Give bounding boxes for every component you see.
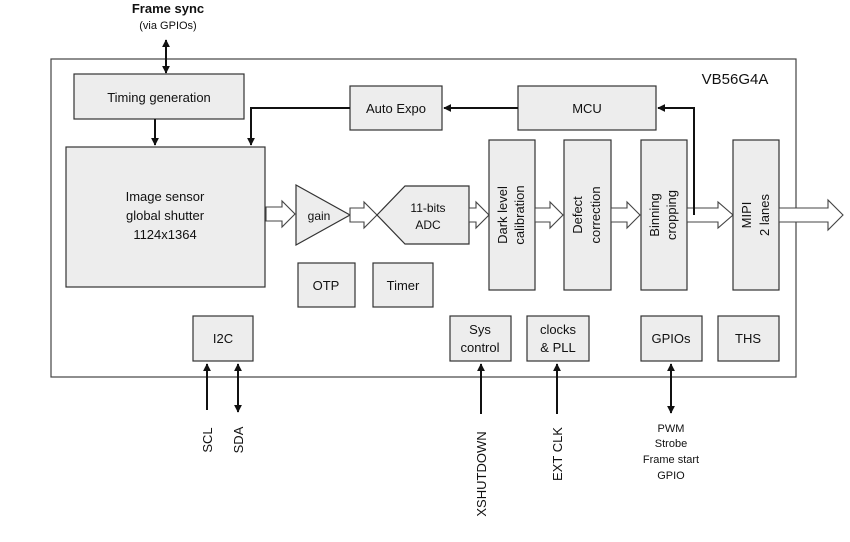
- defect-correction-block: [563, 139, 612, 291]
- gpios-label: GPIOs: [651, 331, 691, 346]
- frame-sync-title: Frame sync: [132, 1, 204, 16]
- auto-expo-to-sensor-arrow: [247, 107, 350, 146]
- image-sensor-line3: 1124x1364: [133, 227, 196, 242]
- mipi-block: [732, 139, 780, 291]
- i2c-label: I2C: [213, 331, 233, 346]
- ths-block: [717, 315, 780, 362]
- mipi-line1: MIPI: [739, 202, 754, 229]
- sys-control-line1: Sys: [469, 322, 491, 337]
- image-sensor-line2: global shutter: [126, 208, 205, 223]
- sda-pin-label: SDA: [231, 426, 246, 453]
- gpio-signal-pwm: PWM: [658, 423, 685, 435]
- mcu-label: MCU: [572, 101, 602, 116]
- auto-expo-label: Auto Expo: [366, 101, 426, 116]
- adc-line2: ADC: [415, 218, 441, 232]
- image-sensor-line1: Image sensor: [126, 189, 205, 204]
- ths-label: THS: [735, 331, 761, 346]
- gain-amplifier: [295, 183, 352, 247]
- defect-line1: Defect: [570, 196, 585, 234]
- dark-level-block: [488, 139, 536, 291]
- dark-level-line2: calibration: [512, 185, 527, 244]
- sys-control-block: [449, 315, 512, 362]
- mipi-output-arrow: [778, 198, 844, 232]
- otp-label: OTP: [313, 278, 340, 293]
- xshutdown-pin-label: XSHUTDOWN: [474, 431, 489, 516]
- gpio-signal-strobe: Strobe: [655, 438, 687, 450]
- binning-cropping-block: [640, 139, 688, 291]
- timing-generation-label: Timing generation: [107, 90, 211, 105]
- ext-clk-pin-label: EXT CLK: [550, 427, 565, 481]
- timer-label: Timer: [387, 278, 420, 293]
- binning-line1: Binning: [647, 193, 662, 236]
- gain-label: gain: [308, 209, 331, 223]
- clocks-pll-line1: clocks: [540, 322, 577, 337]
- binning-line2: cropping: [664, 190, 679, 240]
- sensor-to-gain-arrow: [265, 199, 296, 229]
- timing-generation-block: [73, 73, 245, 120]
- defect-line2: correction: [588, 186, 603, 243]
- dark-to-defect-arrow: [534, 200, 564, 230]
- adc-line1: 11-bits: [410, 201, 445, 215]
- timer-block: [372, 262, 434, 308]
- i2c-block: [192, 315, 254, 362]
- otp-block: [297, 262, 356, 308]
- scl-pin-label: SCL: [200, 427, 215, 452]
- defect-to-binning-arrow: [610, 200, 641, 230]
- gain-to-adc-arrow: [349, 200, 378, 230]
- frame-sync-subtitle: (via GPIOs): [139, 20, 196, 32]
- gpios-block: [640, 315, 703, 362]
- clocks-pll-block: [526, 315, 590, 362]
- auto-expo-block: [349, 85, 443, 131]
- chip-name: VB56G4A: [702, 71, 769, 88]
- binning-to-mipi-arrow: [686, 200, 734, 230]
- clocks-pll-line2: & PLL: [540, 340, 575, 355]
- binning-to-mcu-arrow: [657, 104, 695, 215]
- gpio-signal-frame-start: Frame start: [643, 454, 699, 466]
- dark-level-line1: Dark level: [495, 186, 510, 244]
- mipi-line2: 2 lanes: [757, 194, 772, 236]
- gpio-signal-gpio: GPIO: [657, 470, 685, 482]
- image-sensor-block: [65, 146, 266, 288]
- sys-control-line2: control: [460, 340, 499, 355]
- adc-to-dark-level-arrow: [468, 200, 490, 230]
